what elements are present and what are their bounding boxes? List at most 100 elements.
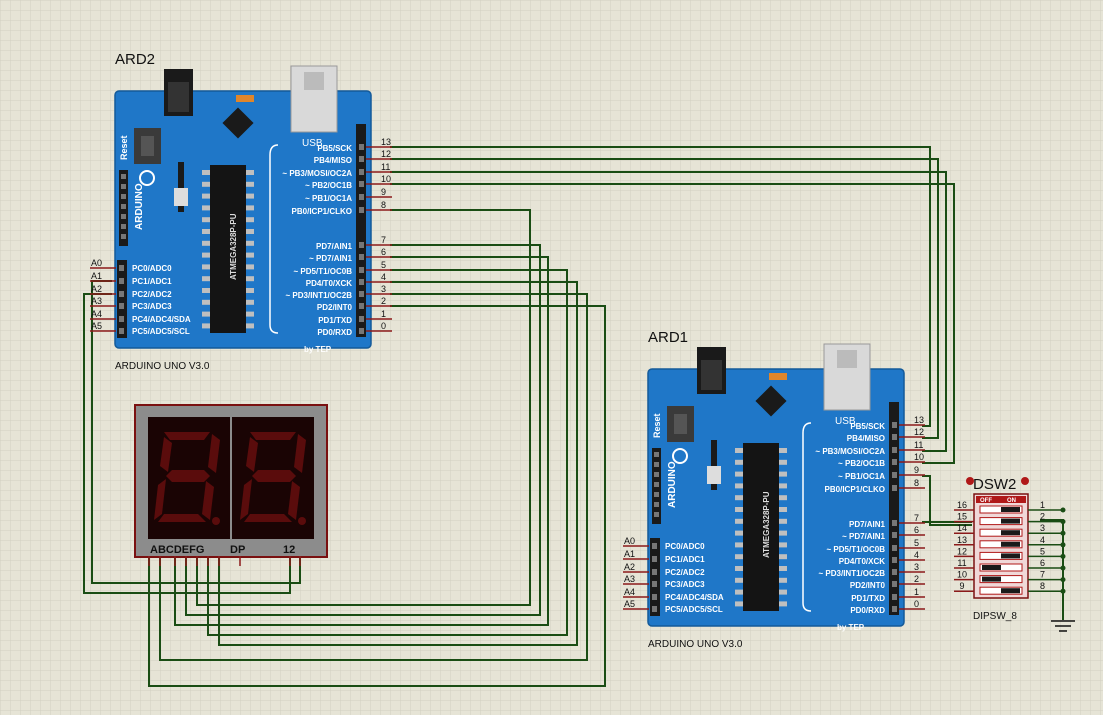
ard2-reset-label: Reset: [119, 135, 129, 160]
wire-dsw-a[interactable]: [922, 475, 972, 526]
ard1-chip-pin: [779, 577, 787, 583]
seven-segment-display[interactable]: ABCDEFG DP 12: [134, 404, 328, 566]
ard1-analog-number: A5: [624, 599, 635, 609]
ard1-analog-number: A4: [624, 587, 635, 597]
wire-d7[interactable]: [185, 244, 541, 616]
dipsw-right-number: 4: [1040, 535, 1045, 545]
ard2-usb-label: USB: [302, 138, 323, 149]
dipsw-toggle[interactable]: [1001, 507, 1020, 512]
ard2-pin-label: PB0/ICP1/CLKO: [292, 207, 352, 216]
ard1-chip-pin: [735, 518, 743, 524]
ard2-bytep: by TEP: [304, 345, 332, 354]
ard1-pin-number: 9: [914, 465, 919, 475]
wire-d2[interactable]: [148, 305, 606, 687]
dipsw-marker-right: [1021, 477, 1029, 485]
ard2-pin-number: 10: [381, 174, 391, 184]
dipsw-toggle[interactable]: [982, 565, 1001, 570]
ard1-power-socket: [654, 502, 659, 507]
ard1-chip-pin: [735, 601, 743, 607]
ard2-power-socket: [121, 234, 126, 239]
dipsw-right-number: 5: [1040, 546, 1045, 556]
ard2-chip-pin: [202, 276, 210, 282]
ard2-chip-pin: [202, 264, 210, 270]
ard2-pin-label: ~ PB1/OC1A: [305, 194, 352, 203]
wire-d13[interactable]: [390, 146, 931, 427]
ard2-analog-number: A5: [91, 321, 102, 331]
ard2-pin-socket: [359, 328, 364, 334]
ard1-chip-pin: [779, 542, 787, 548]
dipsw-toggle[interactable]: [1001, 553, 1020, 559]
dipsw-toggle[interactable]: [1001, 541, 1020, 547]
ard1-pin-socket: [892, 581, 897, 587]
ard1-pin-socket: [892, 447, 897, 453]
ard1-pin-number: 7: [914, 513, 919, 523]
ard1-power-socket: [654, 472, 659, 477]
dipsw-left-number: 13: [957, 535, 967, 545]
ard2-pin-number: 5: [381, 260, 386, 270]
ard1-pin-socket: [892, 459, 897, 465]
dipsw-toggle[interactable]: [1001, 588, 1020, 594]
ard1-pin-label: PB5/SCK: [850, 422, 885, 431]
ard2-pin-socket: [359, 207, 364, 213]
ard2-chip-pin: [202, 240, 210, 246]
display-digits-label: 12: [283, 544, 295, 556]
ard2-usb-inner: [304, 72, 324, 90]
ard1-analog-number: A1: [624, 549, 635, 559]
ard1-ref-label: ARD1: [648, 329, 688, 346]
ard1-pin-label: ~ PB2/OC1B: [838, 459, 885, 468]
dipsw-toggle[interactable]: [1001, 530, 1020, 536]
ard1-diode: [711, 440, 717, 490]
ard2-pin-label: ~ PB3/MOSI/OC2A: [282, 169, 352, 178]
ard2-ref-label: ARD2: [115, 51, 155, 68]
ard1-pin-label: ~ PD7/AIN1: [842, 532, 885, 541]
wire-d10[interactable]: [390, 183, 955, 464]
ard1-chip-pin: [779, 566, 787, 571]
ard2-analog-label: PC5/ADC5/SCL: [132, 327, 190, 336]
wire-d8[interactable]: [196, 209, 531, 606]
ard1-chip-pins: [654, 448, 787, 607]
ard1-pin-socket: [892, 557, 897, 563]
wire-d6[interactable]: [174, 256, 549, 626]
ard2-chip-pin: [246, 240, 254, 246]
ard1-chip-pin: [779, 554, 787, 560]
dipsw-off-label: OFF: [980, 498, 992, 504]
digit-2-dp: [298, 517, 306, 525]
dipsw-part-label: DIPSW_8: [973, 611, 1017, 622]
ard1-chip-pin: [735, 566, 743, 571]
ard1-pin-number: 1: [914, 587, 919, 597]
ard2-pin-number: 8: [381, 200, 386, 210]
wire-d4[interactable]: [218, 281, 578, 646]
digit-1-segment: [158, 514, 206, 522]
ard2-pin-label: ~ PD7/AIN1: [309, 254, 352, 263]
wire-d11[interactable]: [390, 171, 947, 452]
wire-d3[interactable]: [159, 293, 588, 661]
ard2-power-socket: [121, 214, 126, 219]
arduino-ard2[interactable]: ARD2 USB Reset ARDUINO ATMEGA328P-PU PB5…: [90, 51, 392, 372]
ard1-power-socket: [654, 462, 659, 467]
wire-d5[interactable]: [207, 269, 568, 636]
wire-d12[interactable]: [390, 158, 939, 439]
dipsw-toggle[interactable]: [982, 576, 1001, 582]
ard2-pin-socket: [359, 242, 364, 248]
ard2-analog-number: A0: [91, 258, 102, 268]
ard2-chip-pin: [246, 229, 254, 234]
digit-1-segment: [208, 434, 220, 473]
ard1-pin-label: PD2/INT0: [850, 581, 886, 590]
arduino-ard1[interactable]: ARD1 USB Reset ARDUINO ATMEGA328P-PU PB5…: [623, 329, 925, 650]
ard2-pin-socket: [359, 279, 364, 285]
ard2-pin-label: PD1/TXD: [318, 316, 352, 325]
dipsw-toggle[interactable]: [1001, 518, 1020, 524]
ard2-pin-label: PD2/INT0: [317, 303, 353, 312]
ard2-pin-socket: [359, 144, 364, 150]
ard1-diode-body: [707, 466, 721, 484]
ard2-analog-socket: [119, 303, 124, 309]
ard2-power-socket: [121, 174, 126, 179]
ard1-chip: [743, 443, 779, 611]
ard1-pin-socket: [892, 472, 897, 478]
ard1-pin-number: 12: [914, 427, 924, 437]
ard2-chip-pin: [246, 288, 254, 293]
ard2-chip-pin: [246, 181, 254, 187]
ard2-diode-body: [174, 188, 188, 206]
ard2-power-socket: [121, 194, 126, 199]
